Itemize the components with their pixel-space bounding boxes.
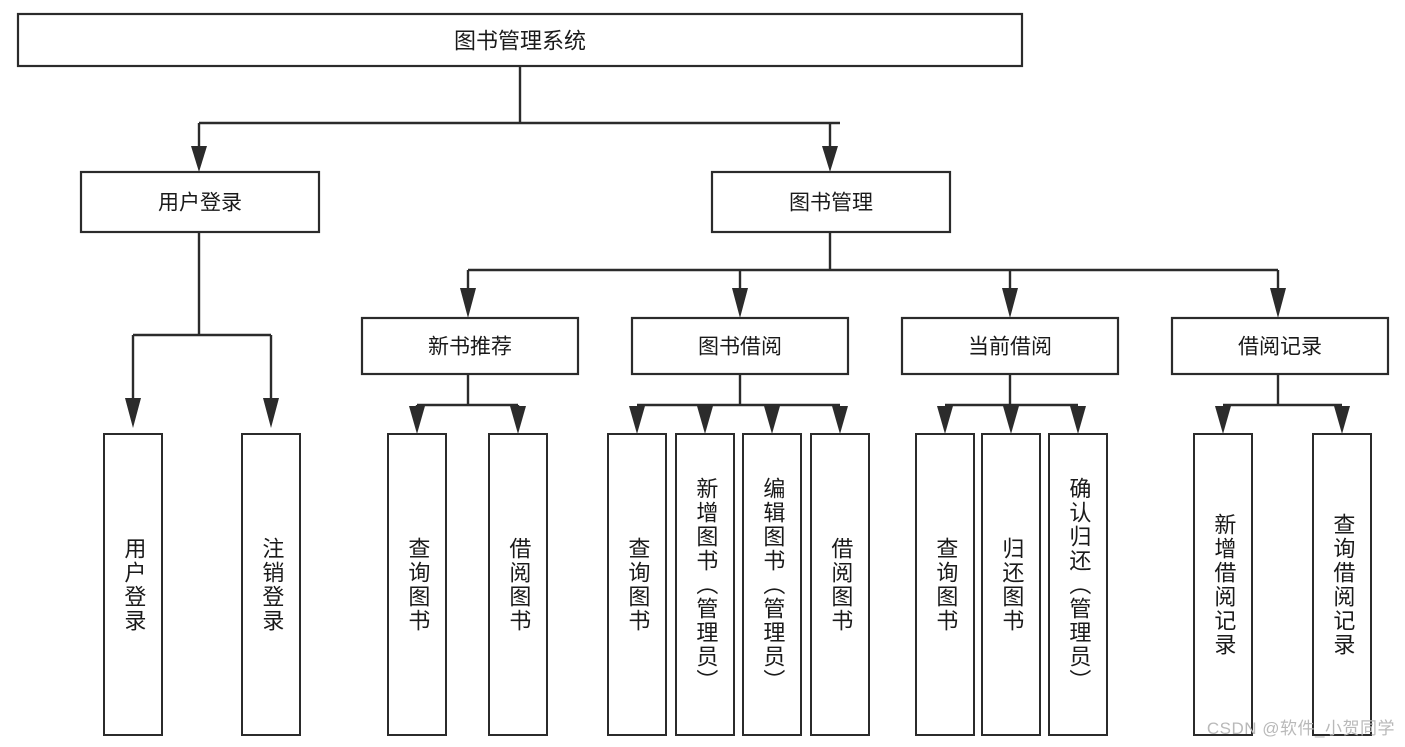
node-user-login[interactable] bbox=[79, 170, 321, 234]
csdn-watermark: CSDN @软件_小贺同学 bbox=[1206, 719, 1395, 738]
node-user-login-label: 用户登录 bbox=[158, 192, 242, 215]
arrowhead-leaf-query-book-3 bbox=[937, 406, 953, 434]
arrowhead-leaf-query-book-2 bbox=[629, 406, 645, 434]
node-leaf-query-book-1[interactable] bbox=[387, 433, 447, 736]
node-layer: 图书管理系统 用户登录 图书管理 新书推荐 图书借阅 当前借阅 借阅记录 bbox=[16, 12, 1390, 736]
arrowhead-leaf-return-book bbox=[1003, 406, 1019, 434]
node-leaf-query-record[interactable] bbox=[1312, 433, 1372, 736]
node-leaf-borrow-book-2[interactable] bbox=[810, 433, 870, 736]
node-root-label: 图书管理系统 bbox=[454, 29, 586, 54]
node-leaf-user-login[interactable] bbox=[103, 433, 163, 736]
node-leaf-add-record[interactable] bbox=[1193, 433, 1253, 736]
node-book-management-label: 图书管理 bbox=[789, 192, 873, 215]
node-leaf-edit-book[interactable] bbox=[742, 433, 802, 736]
arrowhead-leaf-confirm-return bbox=[1070, 406, 1086, 434]
arrowhead-user-login bbox=[191, 146, 207, 172]
node-leaf-confirm-return[interactable] bbox=[1048, 433, 1108, 736]
arrowhead-leaf-query-book-1 bbox=[409, 406, 425, 434]
arrowhead-current-borrow bbox=[1002, 288, 1018, 318]
node-leaf-logout-login[interactable] bbox=[241, 433, 301, 736]
arrowhead-leaf-query-record bbox=[1334, 406, 1350, 434]
node-new-book-recommend[interactable] bbox=[360, 316, 580, 376]
node-book-management[interactable] bbox=[710, 170, 952, 234]
node-leaf-return-book[interactable] bbox=[981, 433, 1041, 736]
node-leaf-borrow-book-1[interactable] bbox=[488, 433, 548, 736]
node-leaf-add-book[interactable] bbox=[675, 433, 735, 736]
node-borrow-record[interactable] bbox=[1170, 316, 1390, 376]
arrowhead-leaf-logout-login bbox=[263, 398, 279, 428]
arrowhead-leaf-borrow-book-2 bbox=[832, 406, 848, 434]
connector-layer bbox=[125, 66, 1350, 434]
node-borrow-record-label: 借阅记录 bbox=[1238, 336, 1322, 359]
arrowhead-leaf-add-record bbox=[1215, 406, 1231, 434]
node-current-borrow-label: 当前借阅 bbox=[968, 336, 1052, 359]
arrowhead-leaf-edit-book bbox=[764, 406, 780, 434]
arrowhead-leaf-user-login bbox=[125, 398, 141, 428]
node-current-borrow[interactable] bbox=[900, 316, 1120, 376]
arrowhead-borrow-record bbox=[1270, 288, 1286, 318]
node-leaf-query-book-3[interactable] bbox=[915, 433, 975, 736]
arrowhead-book-borrow bbox=[732, 288, 748, 318]
arrowhead-leaf-borrow-book-1 bbox=[510, 406, 526, 434]
node-root[interactable] bbox=[16, 12, 1024, 68]
arrowhead-book-management bbox=[822, 146, 838, 172]
arrowhead-new-book-recommend bbox=[460, 288, 476, 318]
arrowhead-leaf-add-book bbox=[697, 406, 713, 434]
node-leaf-query-book-2[interactable] bbox=[607, 433, 667, 736]
node-book-borrow[interactable] bbox=[630, 316, 850, 376]
node-book-borrow-label: 图书借阅 bbox=[698, 336, 782, 359]
node-new-book-recommend-label: 新书推荐 bbox=[428, 336, 512, 359]
